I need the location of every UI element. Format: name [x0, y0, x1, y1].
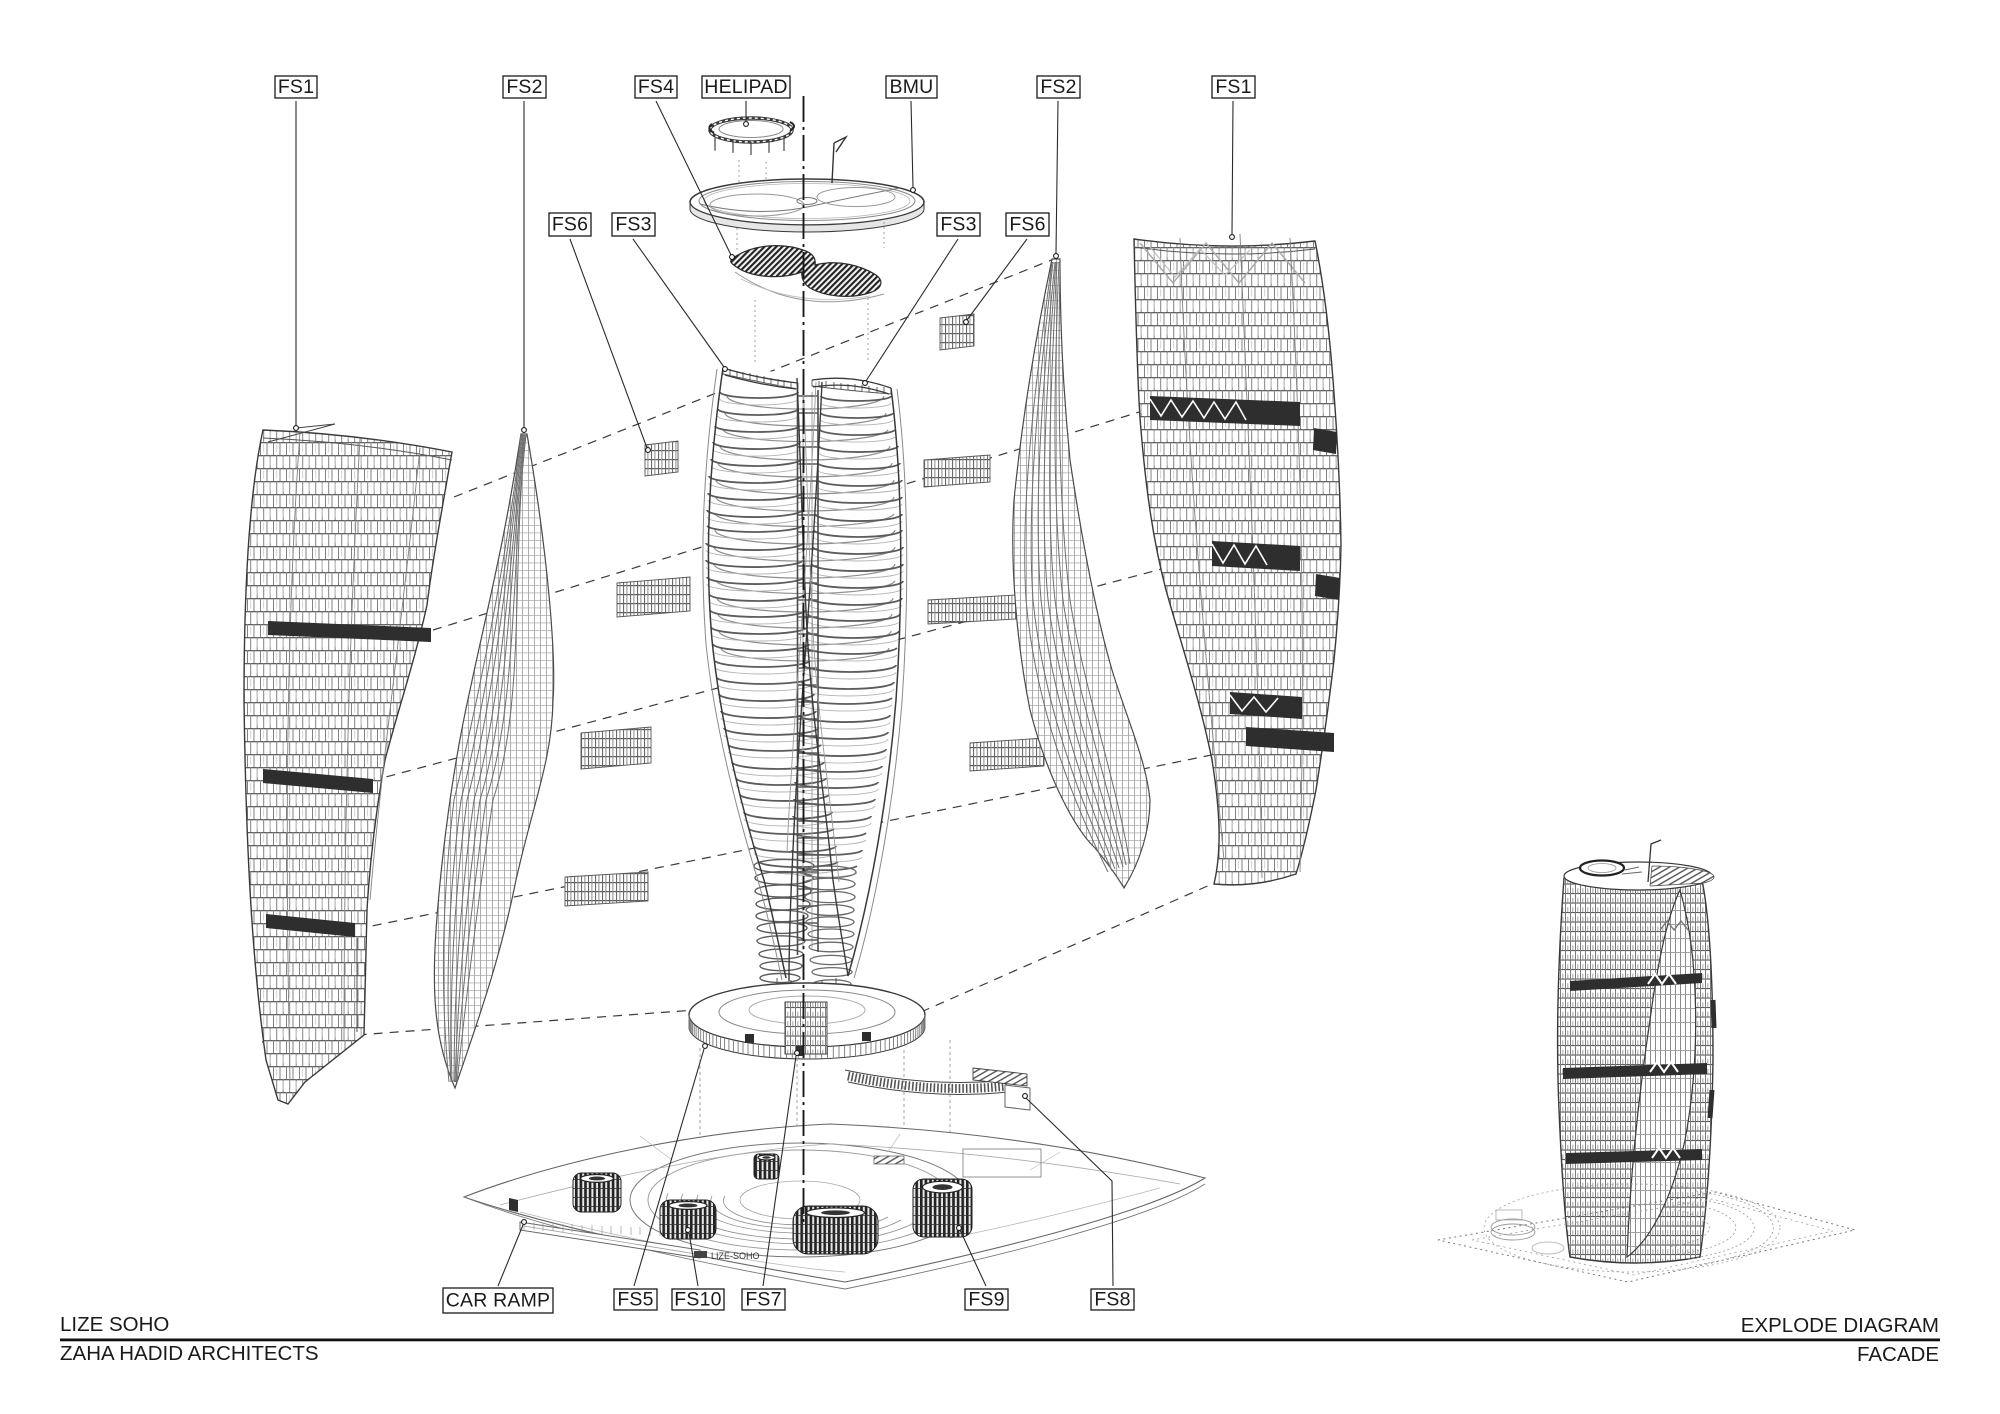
svg-text:BMU: BMU — [890, 76, 934, 98]
svg-text:FS6: FS6 — [1009, 214, 1045, 236]
svg-text:FS7: FS7 — [745, 1289, 781, 1311]
svg-text:LIZE-SOHO: LIZE-SOHO — [711, 1251, 760, 1261]
svg-text:FS3: FS3 — [615, 214, 651, 236]
svg-text:ZAHA HADID ARCHITECTS: ZAHA HADID ARCHITECTS — [60, 1342, 319, 1365]
svg-text:FS4: FS4 — [638, 76, 674, 98]
svg-text:FS6: FS6 — [552, 214, 588, 236]
svg-text:EXPLODE DIAGRAM: EXPLODE DIAGRAM — [1741, 1314, 1939, 1337]
svg-text:LIZE SOHO: LIZE SOHO — [60, 1313, 169, 1336]
svg-text:FS1: FS1 — [278, 76, 314, 98]
svg-text:FS3: FS3 — [940, 214, 976, 236]
svg-text:FS1: FS1 — [1215, 76, 1251, 98]
svg-text:FS9: FS9 — [968, 1289, 1004, 1311]
svg-text:FS2: FS2 — [506, 76, 542, 98]
svg-text:FACADE: FACADE — [1857, 1343, 1939, 1366]
svg-text:FS2: FS2 — [1040, 76, 1076, 98]
svg-text:CAR RAMP: CAR RAMP — [446, 1290, 551, 1312]
svg-text:FS8: FS8 — [1094, 1289, 1130, 1311]
svg-text:FS10: FS10 — [674, 1289, 721, 1311]
svg-text:HELIPAD: HELIPAD — [704, 76, 787, 98]
svg-text:FS5: FS5 — [617, 1289, 653, 1311]
